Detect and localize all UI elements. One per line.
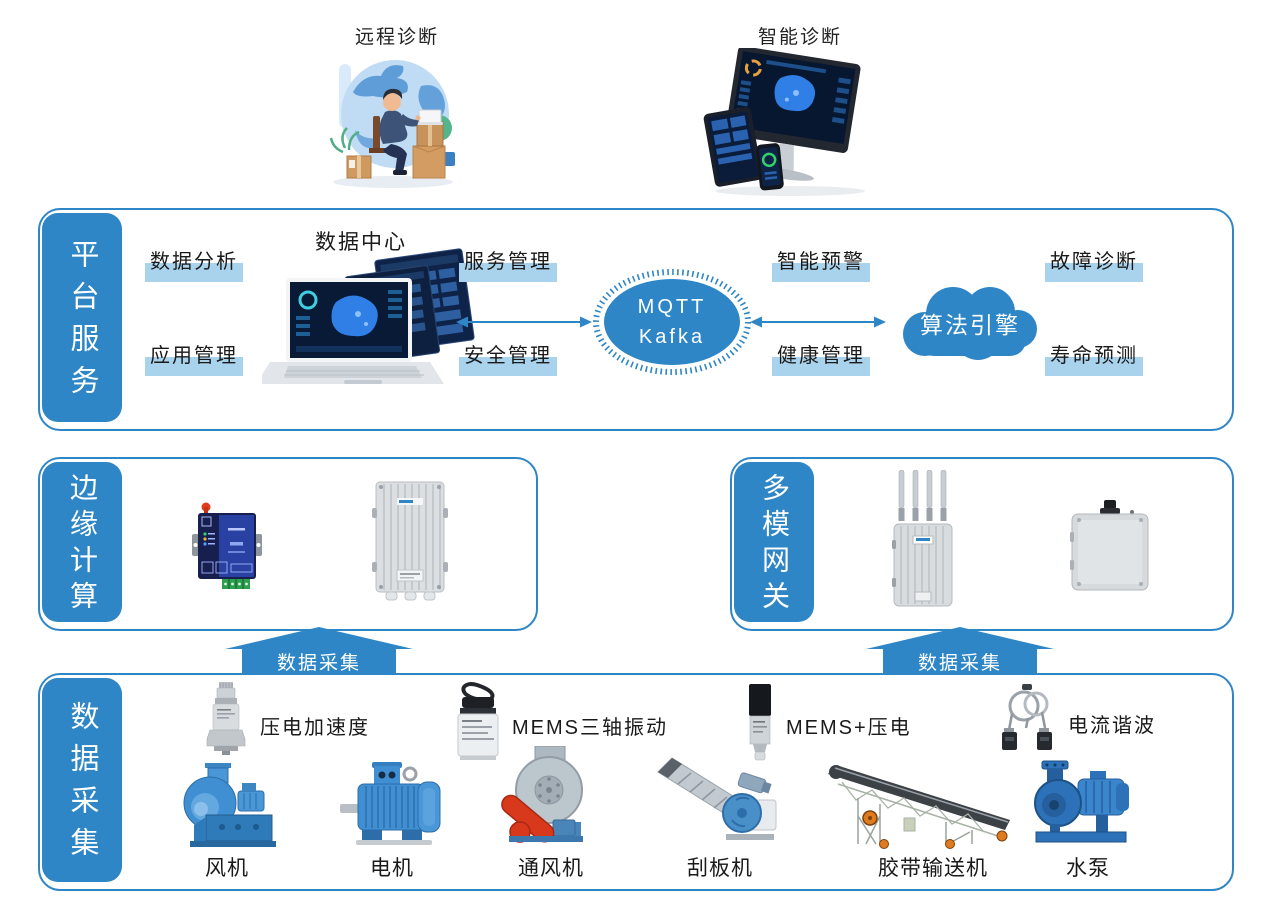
algorithm-engine-label: 算法引擎 <box>920 312 1020 338</box>
security-management-label: 安全管理 <box>459 345 557 376</box>
current-clamp-sensor-image <box>998 684 1058 754</box>
finned-enclosure-icon <box>372 481 448 601</box>
smart-diagnosis-title: 智能诊断 <box>757 27 842 48</box>
up-arrow-icon <box>225 627 413 673</box>
gateway-tab: 多模网关 <box>734 462 814 622</box>
centrifugal-fan-image <box>178 763 280 851</box>
machine-label-ventilator: 通风机 <box>518 857 584 880</box>
gateway-panel <box>730 457 1234 631</box>
cloud-icon <box>903 287 1037 360</box>
piezo-accelerometer-image <box>206 682 246 756</box>
double-arrow-icon <box>456 316 592 328</box>
health-management-label: 健康管理 <box>772 345 870 376</box>
life-prediction-label: 寿命预测 <box>1045 345 1143 376</box>
person-laptop-globe-icon <box>329 60 455 188</box>
mems-sensor-icon <box>457 682 499 760</box>
dashboard-devices-icon <box>703 46 865 196</box>
centrifugal-fan-icon <box>183 763 276 847</box>
antenna-gateway-icon <box>892 469 953 607</box>
data-collect-arrow-right-label: 数据采集 <box>917 653 1002 674</box>
belt-conveyor-icon <box>828 765 1010 849</box>
mems-piezo-icon <box>749 684 771 761</box>
edge-computing-tab: 边缘计算 <box>42 462 122 622</box>
scraper-conveyor-icon <box>657 757 777 840</box>
electric-motor-icon <box>340 762 441 845</box>
dtu-device-icon <box>192 502 262 589</box>
message-broker: MQTT Kafka <box>587 264 757 380</box>
data-collect-arrow-right: 数据采集 <box>866 627 1054 674</box>
platform-services-panel <box>38 208 1234 431</box>
remote-diagnosis-title: 远程诊断 <box>354 27 439 48</box>
mems-triaxial-vibration-sensor-image <box>452 682 504 762</box>
sensor-label-piezo: 压电加速度 <box>260 717 370 739</box>
sensor-label-mems-piezo: MEMS+压电 <box>786 717 912 739</box>
electric-motor-image <box>338 760 446 850</box>
data-center-image <box>256 242 477 402</box>
machine-label-pump: 水泵 <box>1066 857 1110 880</box>
broker-protocol-kafka: Kafka <box>638 325 706 348</box>
service-management-label: 服务管理 <box>459 251 557 282</box>
smart-warning-label: 智能预警 <box>772 251 870 282</box>
double-arrow-icon <box>750 316 886 328</box>
fault-diagnosis-label: 故障诊断 <box>1045 251 1143 282</box>
app-management-label: 应用管理 <box>145 345 243 376</box>
ventilator-fan-image <box>497 745 593 851</box>
broker-protocol-mqtt: MQTT <box>637 295 707 318</box>
data-acquisition-tab: 数据采集 <box>42 678 122 882</box>
machine-label-motor: 电机 <box>370 857 414 880</box>
water-pump-icon <box>1034 760 1129 843</box>
machine-label-scraper: 刮板机 <box>687 857 753 880</box>
ellipse-tick-ring-icon <box>593 269 751 375</box>
sealed-box-gateway-image <box>1070 498 1150 594</box>
scraper-conveyor-image <box>656 750 778 850</box>
laptop-dashboards-icon <box>256 248 475 384</box>
water-pump-image <box>1028 753 1134 849</box>
belt-conveyor-image <box>826 756 1012 851</box>
ventilator-fan-icon <box>501 745 583 843</box>
machine-label-fan: 风机 <box>205 857 249 880</box>
algorithm-engine-cloud: 算法引擎 <box>890 272 1050 372</box>
data-collect-arrow-left: 数据采集 <box>225 627 413 674</box>
up-arrow-icon <box>866 627 1054 673</box>
mems-piezo-sensor-image <box>745 684 775 762</box>
sensor-label-mems: MEMS三轴振动 <box>512 717 668 739</box>
current-clamp-icon <box>1002 684 1052 750</box>
data-collect-arrow-left-label: 数据采集 <box>276 653 361 674</box>
machine-label-belt-conveyor: 胶带输送机 <box>878 857 988 880</box>
finned-enclosure-device-image <box>372 478 448 602</box>
piezo-sensor-icon <box>206 682 246 755</box>
data-analysis-label: 数据分析 <box>145 251 243 282</box>
four-antenna-gateway-image <box>892 469 954 610</box>
platform-services-tab: 平台服务 <box>42 213 122 422</box>
laptop-broker-arrow <box>456 315 592 329</box>
sealed-box-icon <box>1070 500 1149 591</box>
smart-diagnosis-illustration <box>688 46 878 198</box>
data-center-label: 数据中心 <box>315 231 407 254</box>
broker-engine-arrow <box>750 315 886 329</box>
sensor-label-current: 电流谐波 <box>1068 715 1156 737</box>
dtu-edge-device-image <box>192 498 262 594</box>
remote-diagnosis-illustration <box>325 52 460 192</box>
